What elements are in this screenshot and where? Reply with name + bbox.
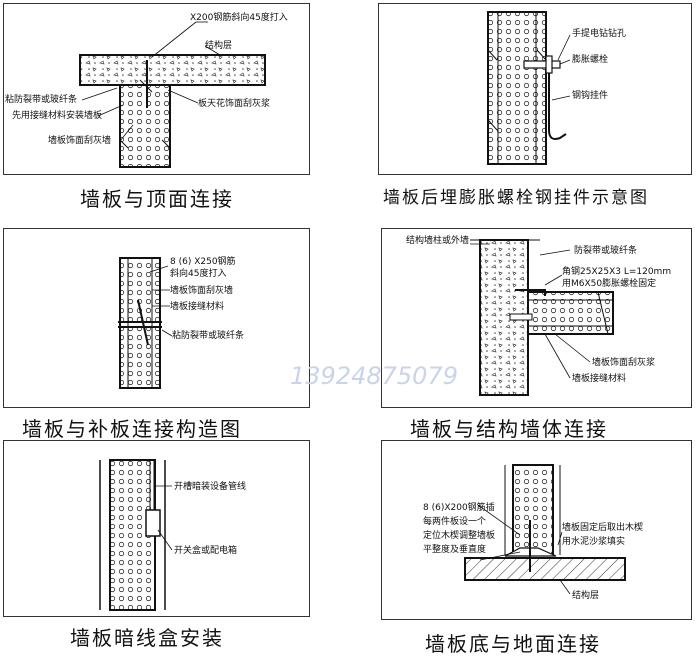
wall-panel bbox=[512, 464, 554, 556]
caption-panel-6: 墙板底与地面连接 bbox=[425, 632, 601, 656]
label-hook: 钢钩挂件 bbox=[572, 89, 608, 101]
panel-5-drawing: 开槽暗装设备管线 开关盒或配电箱 bbox=[99, 459, 246, 611]
label-conduit: 开槽暗装设备管线 bbox=[174, 480, 246, 492]
label-ceiling-finish: 板天花饰面刮灰浆 bbox=[198, 97, 270, 109]
label-wall-finish: 墙板饰面刮灰浆 bbox=[592, 356, 655, 368]
wall-panel bbox=[487, 11, 547, 165]
wall-panel bbox=[527, 291, 614, 335]
label-structure: 结构层 bbox=[205, 39, 232, 51]
label-angle-bolt: 用M6X50膨胀螺栓固定 bbox=[562, 277, 656, 289]
label-structural-wall: 结构墙柱或外墙 bbox=[406, 234, 469, 246]
label-joint: 墙板接缝材料 bbox=[170, 300, 224, 312]
label-structure: 结构层 bbox=[572, 589, 599, 601]
label-drill: 手提电钻钻孔 bbox=[572, 27, 626, 39]
panel-3-drawing: 8 (6) X250钢筋 斜向45度打入 墙板饰面刮灰墙 墙板接缝材料 粘防裂带… bbox=[118, 255, 244, 389]
panel-6-drawing: 8 (6)X200钢筋插 每两件板设一个 定位木楔调整墙板 平整度及垂直度 墙板… bbox=[423, 464, 643, 601]
panel-2-drawing: 手提电钻钻孔 膨胀螺栓 钢钩挂件 bbox=[487, 11, 626, 165]
caption-panel-5: 墙板暗线盒安装 bbox=[70, 626, 224, 650]
panel-1-drawing: X200钢筋斜向45度打入 结构层 粘防裂带或玻纤条 先用接缝材料安装墙板 板天… bbox=[5, 11, 288, 168]
label-wall-finish: 墙板饰面刮灰墙 bbox=[48, 134, 111, 146]
label-crack-tape: 粘防裂带或玻纤条 bbox=[172, 329, 244, 341]
angle-steel bbox=[515, 289, 546, 296]
steel-hook bbox=[548, 73, 567, 140]
watermark: 13924875079 bbox=[290, 362, 458, 390]
panel-4-drawing: 结构墙柱或外墙 防裂带或玻纤条 角钢25X25X3 L=120mm 用M6X50… bbox=[406, 234, 671, 396]
caption-panel-4: 墙板与结构墙体连接 bbox=[410, 417, 608, 441]
label-joint-material: 先用接缝材料安装墙板 bbox=[12, 109, 102, 121]
label-rebar: 8 (6)X200钢筋插 bbox=[423, 501, 495, 513]
floor-structure bbox=[464, 557, 626, 581]
label-rebar-45: X200钢筋斜向45度打入 bbox=[190, 11, 288, 23]
label-crack-tape: 粘防裂带或玻纤条 bbox=[5, 93, 77, 105]
label-mortar: 用水泥沙浆填实 bbox=[562, 535, 625, 547]
label-bolt: 膨胀螺栓 bbox=[572, 53, 608, 65]
label-angle-size: 角钢25X25X3 L=120mm bbox=[562, 265, 671, 277]
label-switch-box: 开关盒或配电箱 bbox=[174, 544, 237, 556]
label-wedge: 定位木楔调整墙板 bbox=[423, 529, 495, 541]
caption-panel-2: 墙板后埋膨胀螺栓钢挂件示意图 bbox=[383, 188, 649, 208]
label-rebar-size: 8 (6) X250钢筋 bbox=[170, 255, 236, 267]
label-crack-tape: 防裂带或玻纤条 bbox=[574, 244, 637, 256]
label-every-two: 每两件板设一个 bbox=[423, 515, 486, 527]
label-plumb: 平整度及垂直度 bbox=[423, 543, 486, 555]
switch-box bbox=[145, 509, 161, 537]
caption-panel-3: 墙板与补板连接构造图 bbox=[22, 417, 242, 441]
label-remove-wedge: 墙板固定后取出木楔 bbox=[562, 521, 643, 533]
label-wall-finish: 墙板饰面刮灰墙 bbox=[170, 284, 233, 296]
wall-panel bbox=[119, 84, 171, 168]
label-joint: 墙板接缝材料 bbox=[572, 372, 626, 384]
label-rebar-angle: 斜向45度打入 bbox=[170, 267, 226, 279]
ceiling-slab bbox=[79, 54, 266, 86]
caption-panel-1: 墙板与顶面连接 bbox=[80, 187, 234, 211]
anchor-bolt bbox=[523, 60, 561, 69]
rebar bbox=[137, 299, 149, 346]
